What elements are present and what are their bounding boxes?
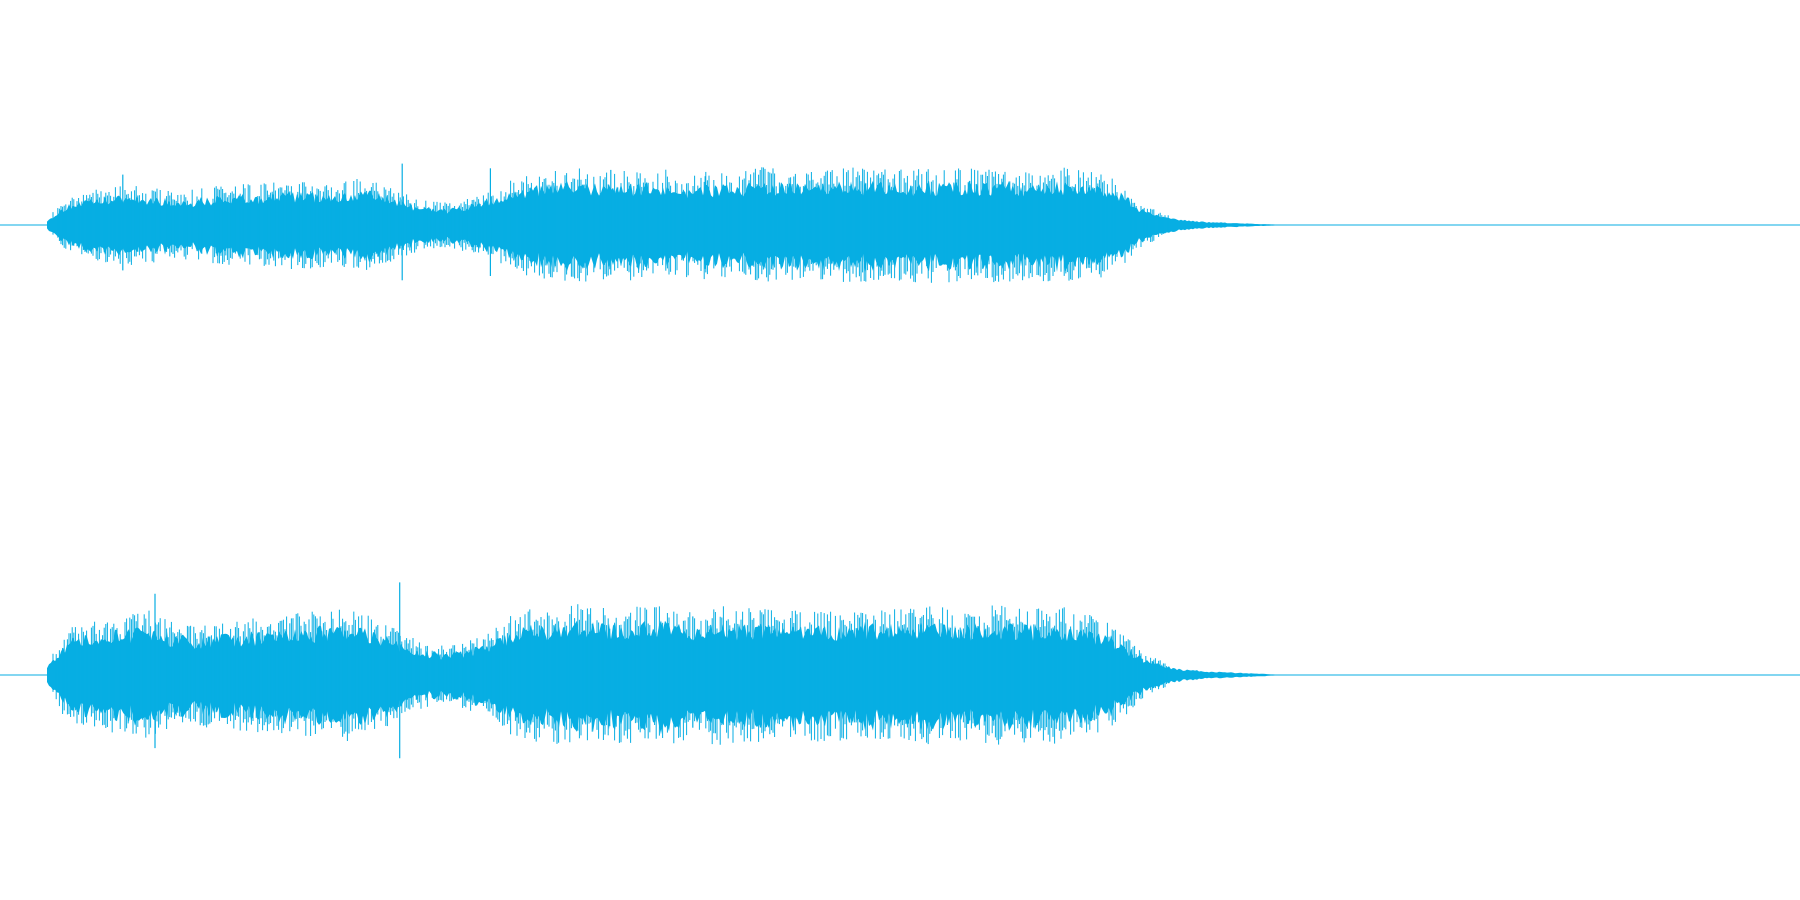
channel-1-waveform — [0, 163, 1800, 283]
channel-2-waveform — [0, 582, 1800, 759]
channel-2-spikes — [52, 582, 1168, 759]
channel-1-spikes — [52, 163, 1169, 283]
